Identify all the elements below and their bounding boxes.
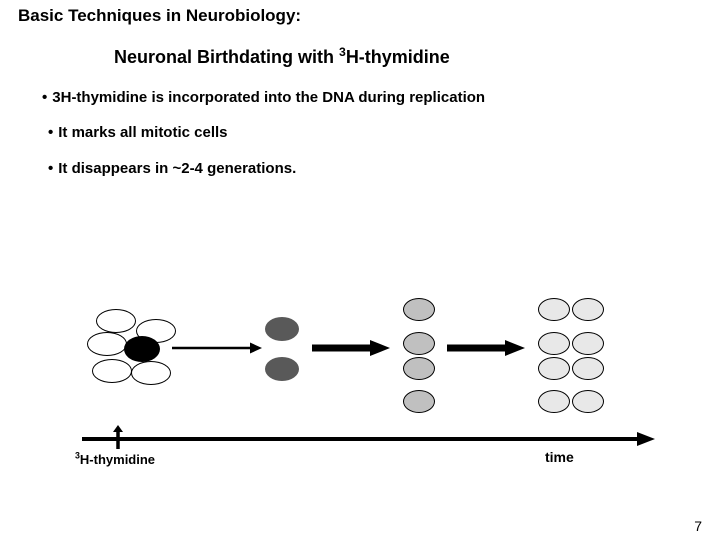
slide-subtitle: Neuronal Birthdating with 3H-thymidine <box>114 45 450 68</box>
division-arrow-2 <box>312 337 390 359</box>
time-axis-label: time <box>545 449 574 465</box>
daughter-cell-medium <box>403 357 435 380</box>
daughter-cell-light <box>538 390 570 413</box>
unlabeled-cell <box>131 361 171 385</box>
bullet-text-2: It marks all mitotic cells <box>58 124 228 141</box>
labeled-cell-black <box>124 336 160 362</box>
unlabeled-cell <box>87 332 127 356</box>
page-number: 7 <box>694 518 702 534</box>
subtitle-superscript-3: 3 <box>339 45 346 59</box>
subtitle-suffix: H-thymidine <box>345 47 450 67</box>
thymidine-label-text: H-thymidine <box>79 452 156 467</box>
daughter-cell-light <box>538 332 570 355</box>
daughter-cell-dark <box>265 357 299 381</box>
division-arrow-1 <box>172 340 262 356</box>
daughter-cell-light <box>572 390 604 413</box>
thymidine-superscript-3: 3 <box>75 450 80 461</box>
daughter-cell-medium <box>403 390 435 413</box>
bullet-marker-icon: • <box>42 89 48 106</box>
daughter-cell-light <box>572 298 604 321</box>
daughter-cell-light <box>572 357 604 380</box>
time-axis <box>0 425 720 455</box>
bullet-text-1: 3H-thymidine is incorporated into the DN… <box>52 89 486 106</box>
daughter-cell-light <box>572 332 604 355</box>
division-arrow-3 <box>447 337 525 359</box>
bullet-marker-icon: • <box>48 160 54 177</box>
daughter-cell-dark <box>265 317 299 341</box>
bullet-item-1: •3H-thymidine is incorporated into the D… <box>42 89 485 106</box>
daughter-cell-medium <box>403 332 435 355</box>
daughter-cell-light <box>538 298 570 321</box>
thymidine-injection-label: 3H-thymidine <box>75 450 156 467</box>
slide-title: Basic Techniques in Neurobiology: <box>18 6 302 25</box>
daughter-cell-medium <box>403 298 435 321</box>
bullet-item-2: •It marks all mitotic cells <box>48 124 228 141</box>
daughter-cell-light <box>538 357 570 380</box>
unlabeled-cell <box>92 359 132 383</box>
cell-division-diagram <box>0 280 720 500</box>
unlabeled-cell <box>96 309 136 333</box>
subtitle-prefix: Neuronal Birthdating with <box>114 47 339 67</box>
bullet-text-3: It disappears in ~2-4 generations. <box>58 160 297 177</box>
bullet-marker-icon: • <box>48 124 54 141</box>
bullet-item-3: •It disappears in ~2-4 generations. <box>48 160 296 177</box>
